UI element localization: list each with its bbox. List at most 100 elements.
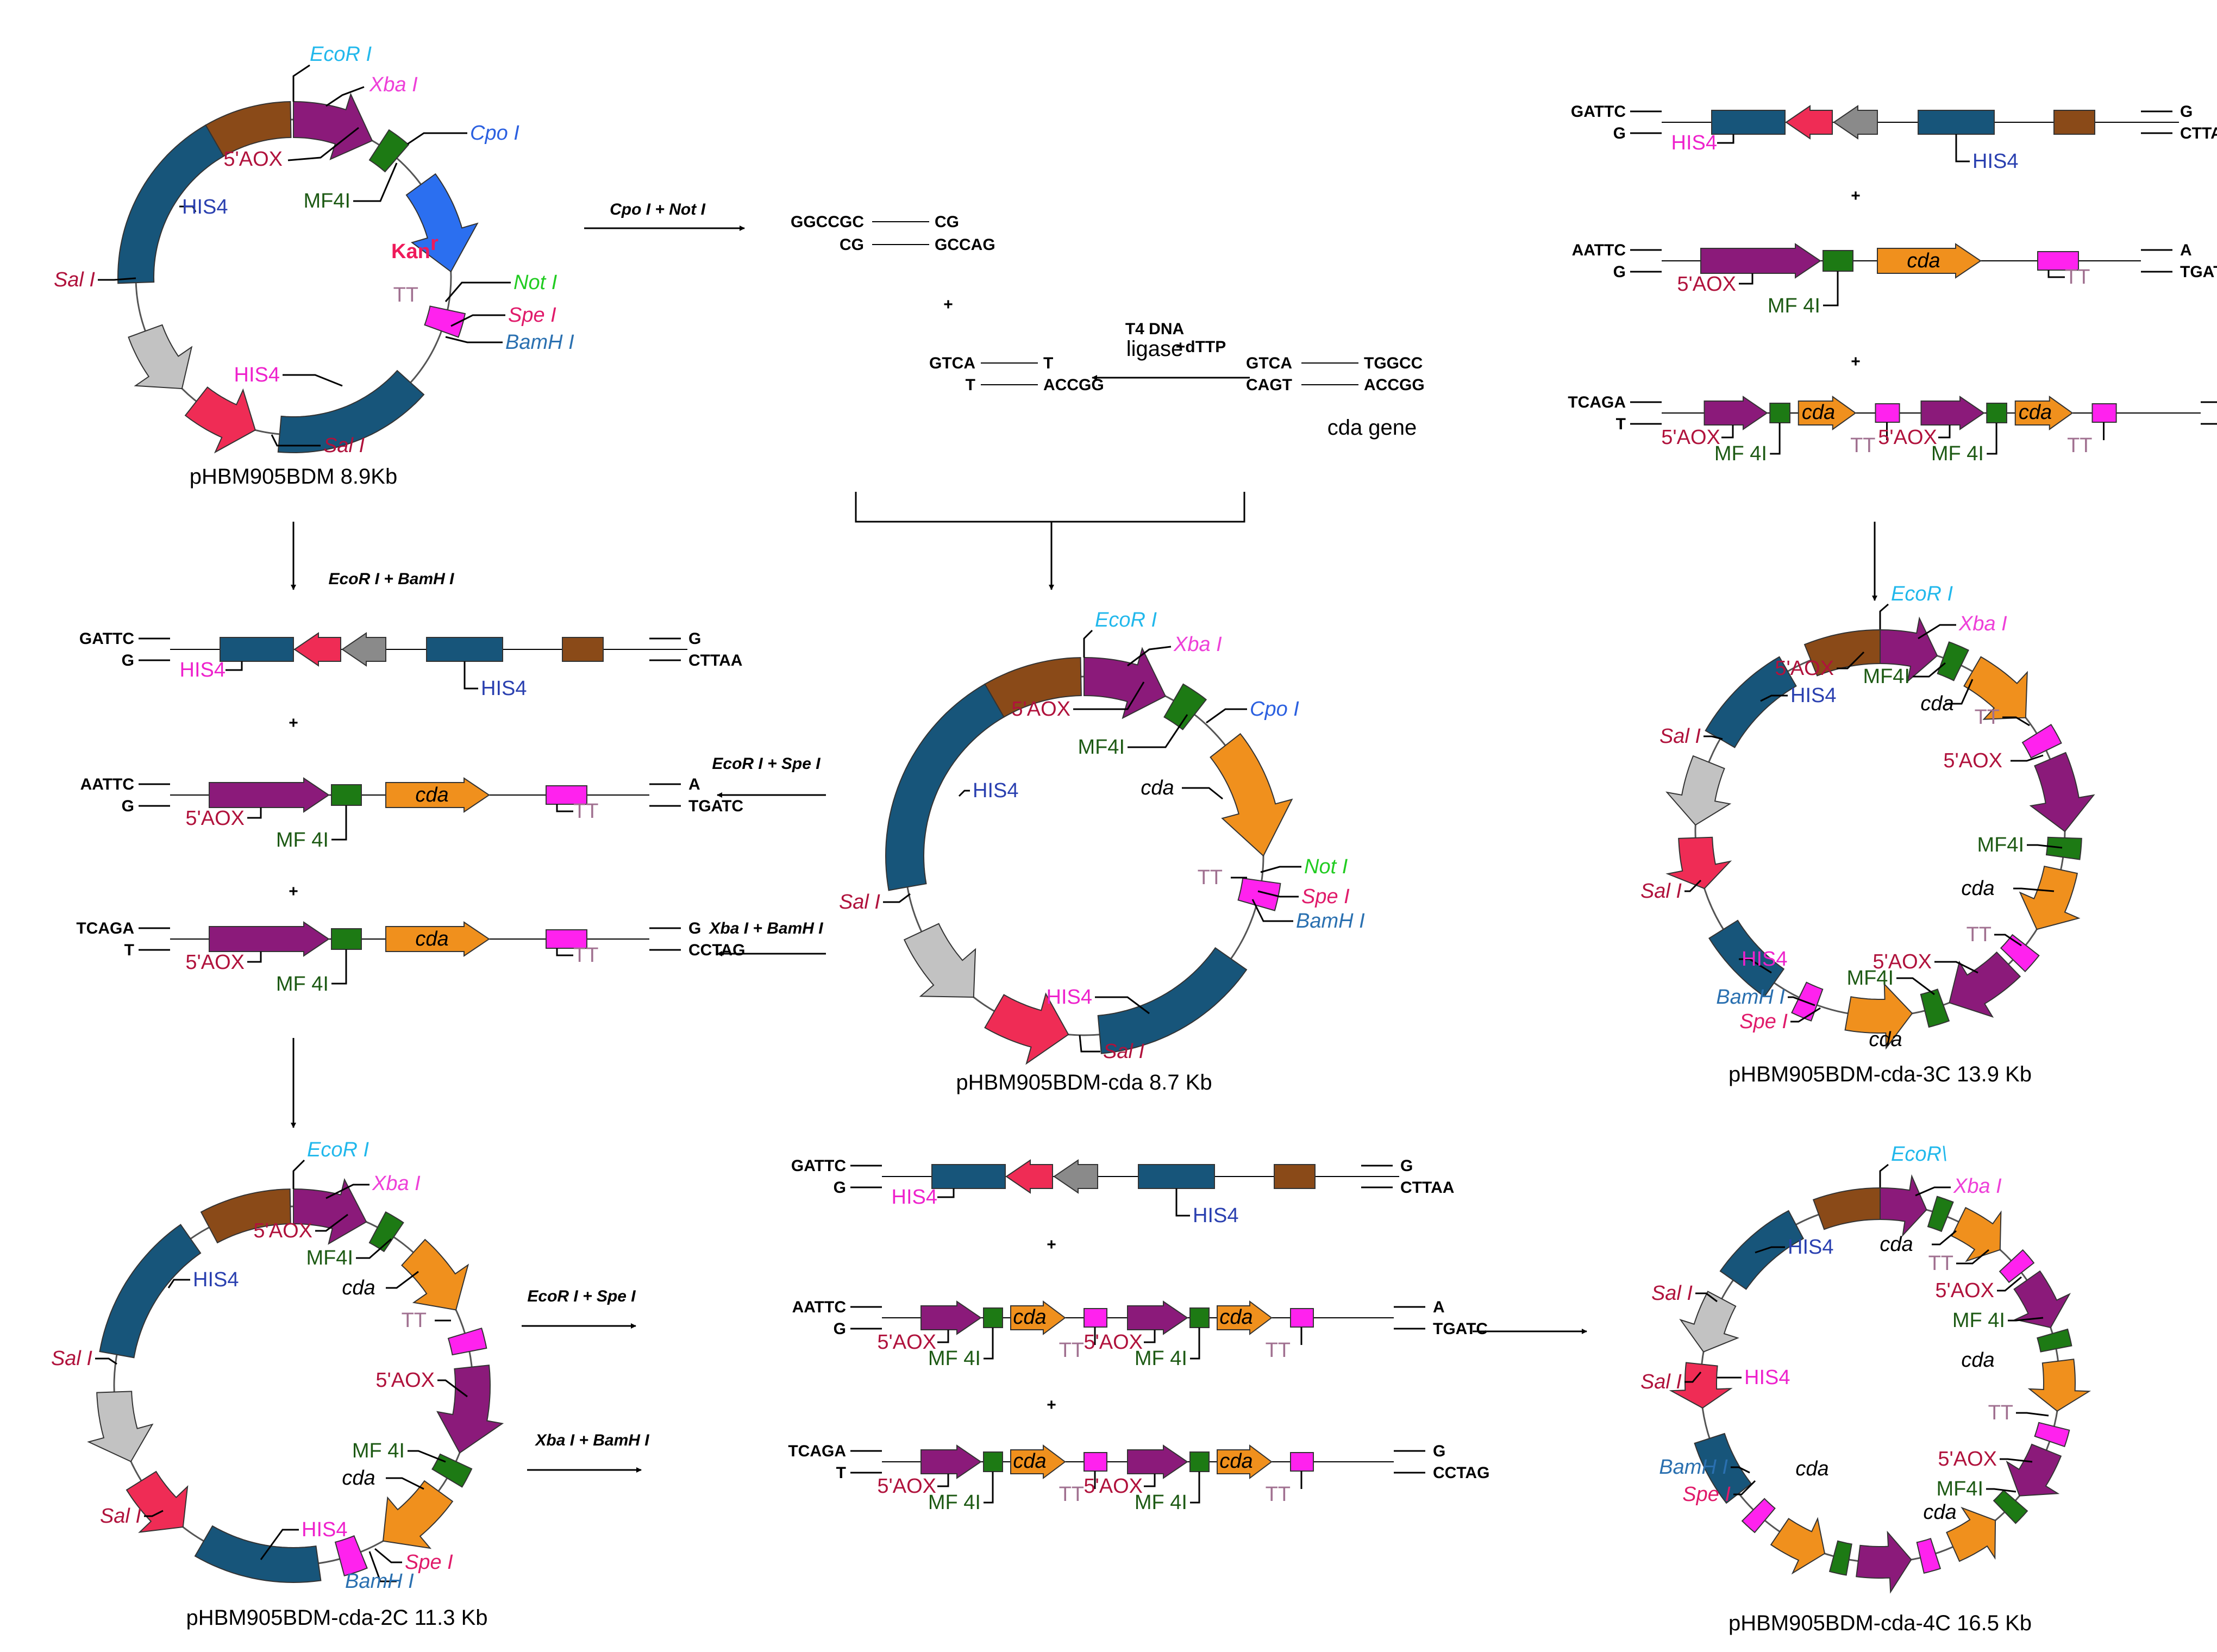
not-label: Not I [1304,855,1348,878]
insert-ecor-spe-right-end-top: A [688,775,700,793]
leader-line [937,1330,949,1343]
leader-line [1079,1035,1100,1053]
sal-label: Sal I [1651,1282,1693,1305]
leader-line [98,277,136,281]
kan-label: Kan [391,240,430,263]
seq-cpo-bottom-left: CG [840,236,864,254]
insert-3c-ecor-spe-right-end-top: A [2180,241,2192,259]
bamh-label: BamH I [1296,910,1365,933]
brown-segment [205,101,292,157]
his4-label: HIS4 [1790,684,1836,707]
aox-arrow [209,777,330,813]
his4-label: HIS4 [1788,1236,1833,1259]
mf4-label: MF4I [1846,967,1894,990]
cda-label: cda [415,928,448,950]
bamh-label: BamH I [1659,1456,1728,1479]
insert-xba-bamh-left-end-bottom: T [124,941,134,959]
mf4-block [1993,1490,2028,1524]
seq-ligation-bottom-left: T [966,376,975,394]
leader-line [445,336,503,343]
ecor-label: EcoR I [1095,609,1157,631]
kan-arrow [405,173,479,273]
mf4-label: MF4I [1977,834,2024,856]
his4-segment [885,683,1005,891]
aox-arrow [1920,396,1985,430]
leader-line [2002,716,2030,727]
insert-4c-xba-bamh-right-end-top: G [1433,1442,1445,1460]
leader-line [1997,1276,2022,1292]
vector-right-end-top: G [1400,1157,1413,1175]
mf4-label: MF 4I [276,829,329,852]
insert-ecor-spe-left-end-top: AATTC [80,775,134,793]
tt-block [447,1327,487,1356]
cda-arrow [1010,1300,1066,1335]
mf4-label: MF4I [303,190,350,212]
gray-arrow [128,324,193,390]
cda-arrow [2014,396,2074,430]
his4-segment [1694,1432,1752,1504]
aox-label: 5'AOX [185,807,245,830]
insert-4c-ecor-spe-right-end-top: A [1433,1298,1445,1316]
tt-label: TT [1198,866,1223,889]
his4-label: HIS4 [1972,150,2018,173]
seq-ligation-bottom-right: ACCGG [1043,376,1104,394]
bamh-label: BamH I [505,331,574,354]
mf4-label: MF 4I [1714,442,1767,465]
his4-label: HIS4 [973,779,1018,802]
aox-arrow [1880,1174,1927,1237]
his4-block [1918,110,1995,135]
leader-line [958,790,970,797]
leader-line [356,1238,392,1259]
insert-xba-bamh-right-end-top: G [688,919,701,937]
tt-label: TT [2065,266,2090,289]
tt-label: TT [402,1309,427,1332]
cda-arrow [1217,1300,1273,1335]
insert-3c-xba-bamh-left-end-bottom: T [1616,415,1626,433]
seq-cpo-top-left: GGCCGC [791,213,864,231]
his4-label: HIS4 [302,1518,347,1541]
tt-label: TT [1266,1483,1291,1506]
aox-label: 5'AOX [1084,1475,1143,1498]
cda-label: cda [1961,877,1994,900]
aox-arrow [1949,951,2021,1018]
step-xba-bamh: Xba I + BamH I [534,1431,649,1449]
insert-3c-ecor-spe-left-end-top: AATTC [1572,241,1626,259]
leader-line [1994,934,2022,947]
not-label: Not I [513,271,558,294]
vector-left-end-top: GATTC [79,630,134,648]
tt-label: TT [1850,434,1875,457]
leader-line [1945,679,1974,705]
plus-sign: + [1047,1236,1056,1254]
mf4-label: MF4I [306,1247,353,1269]
his4-segment [194,1525,322,1584]
his4-segment [277,370,425,454]
mf4-label: MF 4I [928,1491,981,1514]
cda-arrow [1010,1444,1066,1479]
insert-4c-ecor-spe-right-end-bottom: TGATC [1433,1320,1488,1338]
leader-line [2008,1317,2044,1322]
his4-label: HIS4 [481,677,527,700]
his4-label: HIS4 [193,1268,239,1291]
bamh-label: BamH I [345,1570,414,1593]
tt-block [1290,1452,1314,1472]
cda-arrow [1770,1517,1826,1575]
red-arrow [126,1470,189,1533]
leader-line [408,1450,446,1463]
leader-line [855,492,1245,523]
his4-label: HIS4 [1744,1366,1790,1389]
insert-3c-xba-bamh-left-end-top: TCAGA [1568,393,1626,411]
gray-arrow [87,1391,154,1462]
cda-arrow [1844,983,1913,1050]
tt-label: TT [1266,1339,1291,1362]
cda-label: cda [1880,1233,1913,1256]
cda-arrow [1946,1506,1996,1562]
his4-segment [117,124,224,284]
step-ecor-bamh: EcoR I + BamH I [329,570,455,588]
leader-line [444,281,511,302]
leader-line [1684,879,1702,892]
plasmid-5-title: pHBM905BDM-cda-4C 16.5 Kb [1728,1611,2032,1635]
vector-left-end-top: GATTC [791,1157,846,1175]
leader-line [315,1213,348,1232]
plasmid-1-title: pHBM905BDM 8.9Kb [190,465,397,489]
aox-label: 5'AOX [1878,426,1937,449]
